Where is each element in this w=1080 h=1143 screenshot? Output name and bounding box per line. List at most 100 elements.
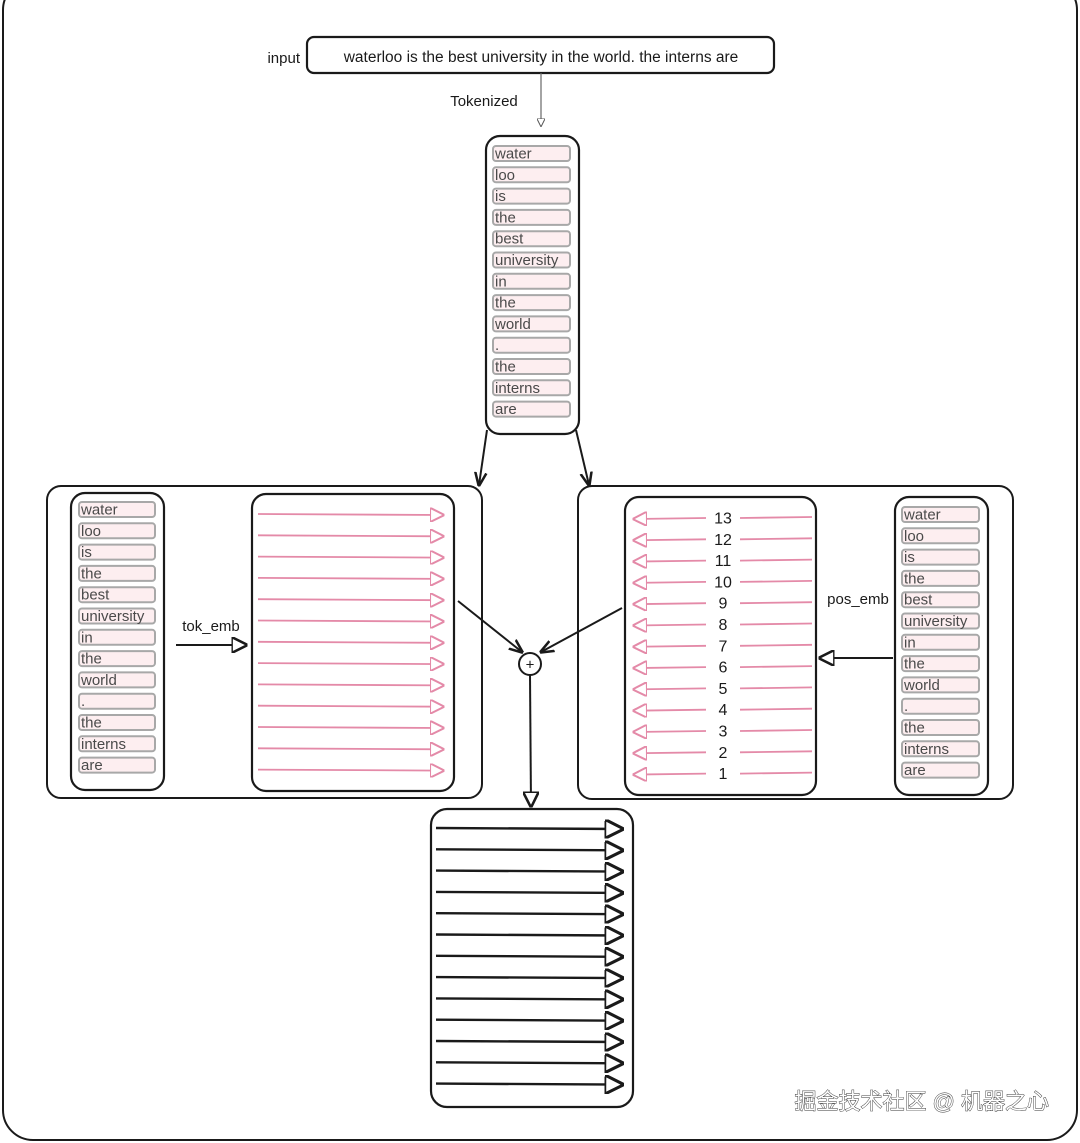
position-index: 7 (719, 638, 728, 655)
tok-emb-vector-arrow (257, 706, 443, 707)
tok-emb-token-box (78, 501, 156, 518)
tokenized-token-box (492, 379, 571, 397)
pos-emb-token-column (893, 495, 990, 797)
pos-emb-token-box (901, 655, 980, 673)
pos-emb-vector-arrow (634, 688, 707, 689)
output-vectors (435, 828, 622, 1085)
tok-emb-token-text: best (81, 587, 110, 604)
tokenized-token-text: best (495, 231, 524, 248)
pos-emb-token-box (901, 506, 980, 523)
tokenized-token-text: the (495, 359, 516, 376)
tok-emb-token-text: world (80, 672, 117, 689)
pos-emb-vector-tail (739, 686, 813, 690)
tokenized-token-text: loo (495, 167, 515, 184)
pos-emb-vector-tail (739, 558, 813, 562)
tokenized-token-box (492, 166, 571, 184)
pos-emb-token-text: loo (904, 528, 924, 545)
pos-emb-token-text: best (904, 592, 933, 609)
pos-emb-vector-arrow (634, 667, 707, 668)
pos-emb-token-box (901, 676, 980, 694)
pos-emb-vector-arrow (634, 539, 707, 540)
position-index: 5 (719, 681, 728, 698)
tok-emb-vector-arrow (257, 770, 443, 771)
output-vector-arrow (435, 1084, 622, 1085)
arrow-to-tok-emb (479, 429, 488, 485)
tok-emb-token-box (78, 543, 156, 561)
tokenized-column (484, 134, 581, 436)
tok-emb-token-box (78, 586, 156, 604)
position-index: 3 (719, 724, 728, 741)
tok-emb-token-text: is (81, 544, 92, 561)
arrow-pos-to-sum (541, 607, 623, 652)
pos-emb-panel (577, 485, 1014, 800)
pos-emb-token-box (901, 633, 980, 651)
pos-emb-token-text: are (904, 762, 926, 779)
tok-emb-token-text: interns (81, 736, 126, 753)
tok-emb-vector-arrow (257, 578, 443, 579)
tokenized-token-text: . (495, 337, 499, 354)
output-vector-arrow (435, 828, 622, 829)
tok-emb-token-text: in (81, 629, 93, 646)
tokenized-token-text: interns (495, 380, 540, 397)
pos-emb-vector-arrow (634, 710, 707, 711)
pos-emb-token-box (901, 719, 980, 736)
pos-emb-label: pos_emb (827, 591, 889, 608)
tok-emb-token-text: are (81, 757, 103, 774)
tok-emb-vector-arrow (257, 514, 443, 515)
pos-emb-vector-tail (739, 643, 813, 647)
tokenized-token-text: are (495, 401, 517, 418)
tokenized-token-box (492, 145, 571, 162)
pos-emb-token-box (901, 569, 980, 587)
tokenized-token-box (492, 208, 571, 226)
tok-emb-token-text: the (81, 565, 102, 582)
tokenized-token-box (492, 230, 571, 248)
position-index: 12 (714, 532, 732, 549)
pos-emb-token-box (901, 591, 980, 609)
pos-emb-token-box (901, 527, 980, 545)
position-index: 1 (719, 766, 728, 783)
output-vector-arrow (435, 935, 622, 936)
output-matrix (429, 807, 635, 1109)
position-index: 8 (719, 617, 728, 634)
pos-emb-token-text: the (904, 656, 925, 673)
input-text: waterloo is the best university in the w… (343, 49, 739, 66)
tok-emb-vector-arrow (257, 557, 443, 558)
output-vector-arrow (435, 871, 622, 872)
position-index: 10 (714, 574, 732, 591)
tok-emb-token-text: the (81, 651, 102, 668)
pos-emb-matrix (623, 495, 818, 797)
pos-emb-vector-tail (739, 516, 813, 519)
tokenized-token-text: the (495, 295, 516, 312)
output-vector-arrow (435, 1062, 622, 1063)
tokenized-token-text: in (495, 273, 507, 290)
pos-emb-vector-tail (739, 665, 813, 668)
tok-emb-token-text: . (81, 693, 85, 710)
pos-emb-token-text: interns (904, 741, 949, 758)
output-vector-arrow (435, 998, 622, 999)
tok-emb-token-box (78, 628, 156, 646)
pos-emb-token-text: is (904, 549, 915, 566)
pos-emb-token-text: . (904, 698, 908, 715)
pos-emb-token-text: the (904, 570, 925, 587)
pos-emb-token-text: university (904, 613, 968, 630)
position-index: 13 (714, 511, 732, 528)
pos-emb-token-box (901, 697, 980, 715)
tok-emb-vector-arrow (257, 727, 443, 728)
pos-emb-vector-tail (739, 622, 813, 626)
pos-emb-vector-arrow (634, 625, 707, 626)
pos-emb-vector-arrow (634, 646, 707, 647)
tok-emb-vector-arrow (257, 748, 443, 749)
arrow-to-pos-emb (575, 429, 589, 485)
tokenized-token-box (492, 187, 571, 205)
tok-emb-token-text: university (81, 608, 145, 625)
pos-emb-vector-arrow (634, 752, 707, 753)
pos-emb-vectors (634, 516, 813, 775)
tok-emb-token-box (78, 756, 156, 774)
position-index: 11 (715, 553, 732, 570)
tokenized-token-box (492, 358, 571, 375)
tok-emb-vector-arrow (257, 535, 443, 536)
pos-emb-vector-arrow (634, 603, 707, 604)
